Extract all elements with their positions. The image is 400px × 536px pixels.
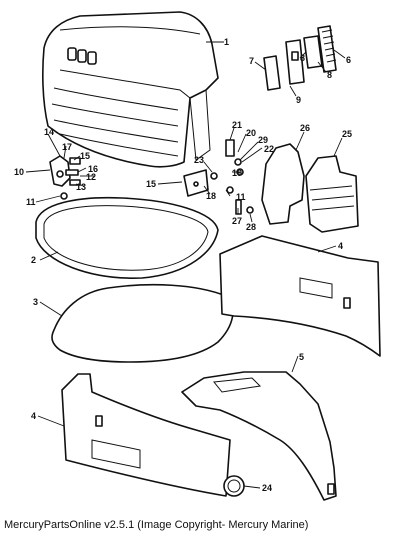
leader-lines bbox=[25, 41, 346, 489]
callout-15-lower: 15 bbox=[146, 179, 156, 189]
callout-7: 7 bbox=[249, 56, 254, 66]
acoustic-panel-upper[interactable] bbox=[219, 235, 381, 357]
callout-23: 23 bbox=[194, 155, 204, 165]
handle-25[interactable] bbox=[305, 155, 359, 233]
fastener-27-28[interactable] bbox=[235, 199, 254, 215]
callout-20: 20 bbox=[246, 128, 256, 138]
callout-12: 12 bbox=[86, 172, 96, 182]
callout-25: 25 bbox=[342, 129, 352, 139]
callout-8-upper: 8 bbox=[300, 53, 305, 63]
pad-8-right[interactable] bbox=[303, 35, 323, 69]
callout-labels: 1 2 3 4 4 5 6 7 8 8 9 10 11 11 12 13 14 … bbox=[14, 37, 352, 493]
top-cowl[interactable] bbox=[42, 11, 219, 168]
gasket-plate[interactable] bbox=[51, 283, 234, 363]
callout-4-upper: 4 bbox=[338, 241, 343, 251]
callout-5: 5 bbox=[299, 352, 304, 362]
bottom-panel[interactable] bbox=[181, 371, 337, 501]
callout-11-right: 11 bbox=[236, 192, 246, 202]
latch-hook[interactable] bbox=[183, 169, 209, 197]
callout-13: 13 bbox=[76, 182, 86, 192]
callout-3: 3 bbox=[33, 297, 38, 307]
callout-10: 10 bbox=[14, 167, 24, 177]
callout-1: 1 bbox=[224, 37, 229, 47]
callout-4-lower: 4 bbox=[31, 411, 36, 421]
cowl-seal[interactable] bbox=[35, 196, 219, 279]
callout-29: 29 bbox=[258, 135, 268, 145]
image-caption: MercuryPartsOnline v2.5.1 (Image Copyrig… bbox=[4, 519, 309, 531]
callout-15-upper: 15 bbox=[80, 151, 90, 161]
callout-22: 22 bbox=[264, 144, 274, 154]
bracket-26[interactable] bbox=[261, 143, 305, 225]
callout-27: 27 bbox=[232, 216, 242, 226]
latch-bracket[interactable] bbox=[210, 139, 244, 194]
callout-18: 18 bbox=[206, 191, 216, 201]
latch-assembly[interactable] bbox=[49, 155, 81, 200]
pad-8-left[interactable] bbox=[285, 39, 305, 85]
callout-11-left: 11 bbox=[26, 197, 36, 207]
strip-7[interactable] bbox=[263, 55, 281, 91]
seal-strip-6[interactable] bbox=[317, 25, 337, 73]
callout-8-lower: 8 bbox=[327, 70, 332, 80]
acoustic-panel-lower[interactable] bbox=[61, 373, 231, 497]
callout-21: 21 bbox=[232, 120, 242, 130]
callout-19: 19 bbox=[232, 168, 242, 178]
clamp-24[interactable] bbox=[223, 475, 245, 497]
callout-6: 6 bbox=[346, 55, 351, 65]
callout-16: 16 bbox=[88, 164, 98, 174]
callout-9: 9 bbox=[296, 95, 301, 105]
callout-14: 14 bbox=[44, 127, 54, 137]
callout-24: 24 bbox=[262, 483, 272, 493]
callout-2: 2 bbox=[31, 255, 36, 265]
callout-17: 17 bbox=[62, 142, 72, 152]
callout-26: 26 bbox=[300, 123, 310, 133]
callout-28: 28 bbox=[246, 222, 256, 232]
